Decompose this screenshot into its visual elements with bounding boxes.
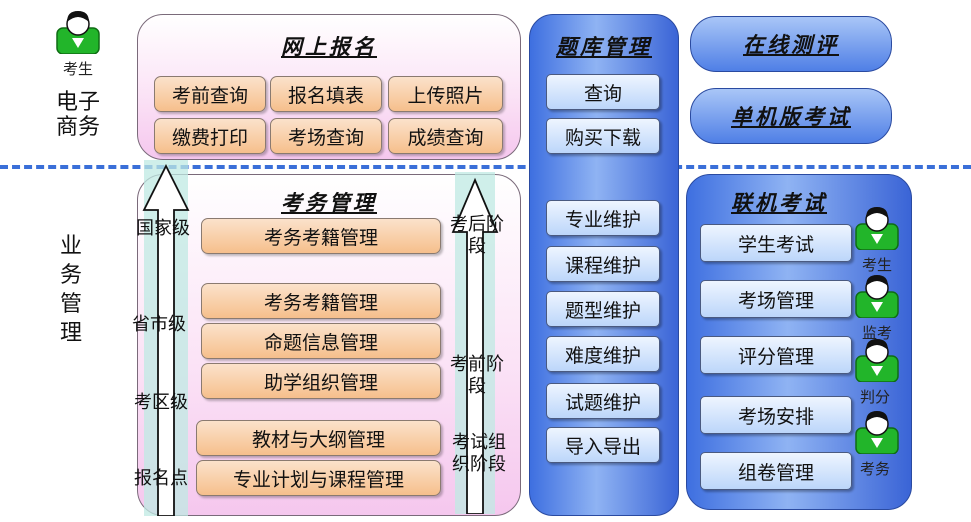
role-label-grader: 判分 (860, 388, 891, 406)
person-icon (855, 207, 899, 250)
upward-arrow-left (142, 160, 190, 516)
upward-arrow-right (451, 172, 499, 514)
standalone-exam-button[interactable]: 单机版考试 (690, 88, 892, 144)
exam-room-arrangement-button[interactable]: 考场安排 (700, 396, 852, 434)
person-icon (855, 411, 899, 454)
national-registry-management-button[interactable]: 考务考籍管理 (201, 218, 441, 254)
study-aid-management-button[interactable]: 助学组织管理 (201, 363, 441, 399)
upload-photo-button[interactable]: 上传照片 (388, 76, 503, 112)
import-export-button[interactable]: 导入导出 (546, 427, 660, 463)
section-divider (0, 165, 971, 169)
paper-assembly-button[interactable]: 组卷管理 (700, 452, 852, 490)
phase-post-exam: 考后阶 段 (450, 214, 504, 257)
major-maintenance-button[interactable]: 专业维护 (546, 200, 660, 236)
payment-print-button[interactable]: 缴费打印 (154, 118, 266, 154)
person-icon (56, 11, 100, 54)
query-button[interactable]: 查询 (546, 74, 660, 110)
ecommerce-label: 电子 商务 (55, 90, 100, 141)
phase-exam-organization: 考试组 织阶段 (452, 432, 506, 475)
question-type-maintenance-button[interactable]: 题型维护 (546, 291, 660, 327)
role-label-exam-affairs: 考务 (860, 460, 891, 478)
purchase-download-button[interactable]: 购买下载 (546, 118, 660, 154)
textbook-syllabus-management-button[interactable]: 教材与大纲管理 (196, 420, 441, 456)
level-province: 省市级 (132, 314, 186, 335)
score-query-button[interactable]: 成绩查询 (388, 118, 503, 154)
grading-management-button[interactable]: 评分管理 (700, 336, 852, 374)
phase-pre-exam: 考前阶 段 (450, 354, 504, 397)
online-evaluation-button[interactable]: 在线测评 (690, 16, 892, 72)
question-maintenance-button[interactable]: 试题维护 (546, 383, 660, 419)
person-icon (855, 275, 899, 318)
pre-exam-query-button[interactable]: 考前查询 (154, 76, 266, 112)
province-registry-management-button[interactable]: 考务考籍管理 (201, 283, 441, 319)
difficulty-maintenance-button[interactable]: 难度维护 (546, 336, 660, 372)
student-exam-button[interactable]: 学生考试 (700, 224, 852, 262)
online-evaluation-label: 在线测评 (743, 32, 839, 57)
exam-affairs-title: 考务管理 (281, 190, 377, 215)
question-bank-title: 题库管理 (556, 34, 652, 59)
program-course-management-button[interactable]: 专业计划与课程管理 (196, 460, 441, 496)
level-district: 考区级 (134, 392, 188, 413)
networked-exam-title: 联机考试 (731, 190, 827, 215)
course-maintenance-button[interactable]: 课程维护 (546, 246, 660, 282)
exam-room-query-button[interactable]: 考场查询 (270, 118, 382, 154)
person-label: 考生 (63, 60, 94, 78)
online-registration-title: 网上报名 (281, 34, 377, 59)
question-info-management-button[interactable]: 命题信息管理 (201, 323, 441, 359)
level-registration-point: 报名点 (134, 468, 188, 489)
business-management-label: 业 务 管 理 (59, 234, 82, 347)
person-icon (855, 339, 899, 382)
registration-form-button[interactable]: 报名填表 (270, 76, 382, 112)
exam-room-management-button[interactable]: 考场管理 (700, 280, 852, 318)
role-label-proctor: 监考 (862, 324, 893, 342)
role-label-student: 考生 (862, 256, 893, 274)
standalone-exam-label: 单机版考试 (731, 104, 851, 129)
level-national: 国家级 (136, 218, 190, 239)
